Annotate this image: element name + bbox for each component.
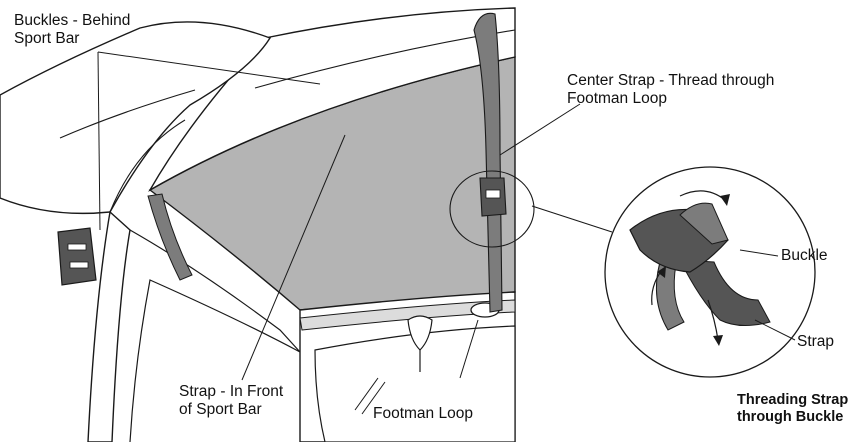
glass-reflection-2 [361,381,386,415]
leader-buckles-1 [97,51,321,85]
leader-strap [754,319,796,341]
detail-strap-left [655,261,685,331]
left-pillar-inner [129,229,301,442]
center-strap [473,12,503,313]
label-buckle-text: Buckle [781,247,828,264]
label-strap-front-line-1: Strap - In Front [179,383,284,400]
center-buckle-highlight [449,170,535,248]
detail-arrow-top-head [720,194,730,206]
label-strap-front-line-2: of Sport Bar [179,401,262,418]
sport-bar-lower [109,119,186,213]
label-buckles-line-2: Sport Bar [14,30,80,47]
detail-strap-lower [679,259,771,326]
magnify-connector [531,205,613,233]
leader-strap-front [241,134,346,381]
left-buckle [57,227,97,286]
tailgate-glass [314,325,516,442]
label-strap: Strap [797,333,834,351]
left-buckle-slot-1 [67,243,87,251]
sport-bar-edge [59,89,196,139]
hinge-knob [407,315,433,351]
tailgate-strip [299,299,516,331]
label-buckles-behind-sport-bar: Buckles - Behind Sport Bar [14,12,130,48]
glass-reflection-1 [354,377,379,411]
label-strap-text: Strap [797,333,835,350]
sport-bar-header [0,21,272,215]
front-strap [147,193,193,281]
label-strap-in-front: Strap - In Front of Sport Bar [179,383,283,419]
leader-buckle [739,249,779,257]
leader-buckles-2 [97,51,101,231]
caption-line-1: Threading Strap [737,392,849,408]
top-frame [148,7,516,192]
caption-line-2: through Buckle [737,409,844,425]
label-center-strap-line-1: Center Strap - Thread through [567,72,775,89]
detail-arrow-down-head [713,335,723,346]
detail-arrow-left-head [657,266,666,278]
leader-center-strap [499,103,581,156]
label-footman-loop: Footman Loop [373,405,473,423]
label-buckles-line-1: Buckles - Behind [14,12,131,29]
left-buckle-slot-2 [69,261,89,269]
label-footman-loop-text: Footman Loop [373,405,473,422]
label-center-strap: Center Strap - Thread through Footman Lo… [567,72,774,108]
label-center-strap-line-2: Footman Loop [567,90,667,107]
label-buckle: Buckle [781,247,828,265]
caption-threading-strap: Threading Strap through Buckle [737,392,848,426]
left-pillar [87,210,131,442]
leader-footman-loop [459,319,479,379]
center-buckle-slot [485,189,501,199]
detail-buckle-top [679,202,729,245]
